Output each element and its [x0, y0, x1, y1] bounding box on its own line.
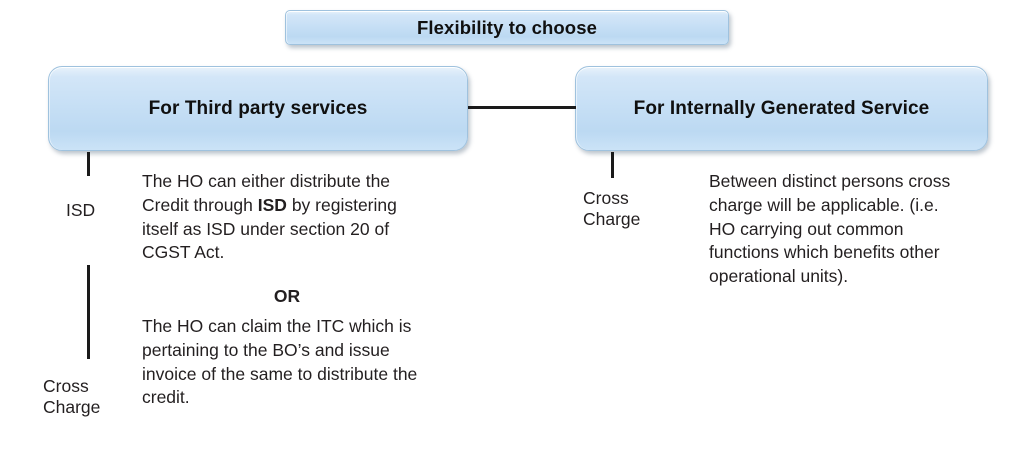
internally-generated-service-label: For Internally Generated Service — [633, 97, 930, 119]
third-party-paragraph-two: The HO can claim the ITC which is pertai… — [142, 315, 418, 408]
third-party-services-label: For Third party services — [148, 97, 368, 119]
connector-third-party-cross-charge — [87, 265, 90, 359]
connector-third-party-isd — [87, 152, 90, 176]
internally-generated-service-box: For Internally Generated Service — [575, 66, 988, 151]
internally-generated-description-block: Between distinct persons cross charge wi… — [709, 170, 959, 289]
third-party-paragraph-one-bold: ISD — [257, 194, 287, 215]
flexibility-title-label: Flexibility to choose — [417, 16, 597, 38]
third-party-paragraph-one-post: by registering itself as ISD under secti… — [142, 194, 397, 263]
third-party-paragraph-one: The HO can either distribute the Credit … — [142, 170, 432, 265]
flexibility-title-box: Flexibility to choose — [285, 10, 729, 45]
branch-label-right-cross-charge: Cross Charge — [583, 188, 641, 230]
internally-generated-paragraph-one: Between distinct persons cross charge wi… — [709, 171, 951, 287]
or-divider-label: OR — [273, 286, 301, 307]
connector-internally-generated-cross-charge — [611, 152, 614, 178]
branch-label-left-cross-charge: Cross Charge — [43, 376, 101, 418]
connector-between-main-boxes — [468, 106, 576, 109]
third-party-description-block: The HO can either distribute the Credit … — [142, 170, 432, 410]
branch-label-isd: ISD — [66, 200, 96, 220]
third-party-services-box: For Third party services — [48, 66, 468, 151]
third-party-paragraph-one-pre: The HO can either distribute the Credit … — [142, 171, 391, 215]
